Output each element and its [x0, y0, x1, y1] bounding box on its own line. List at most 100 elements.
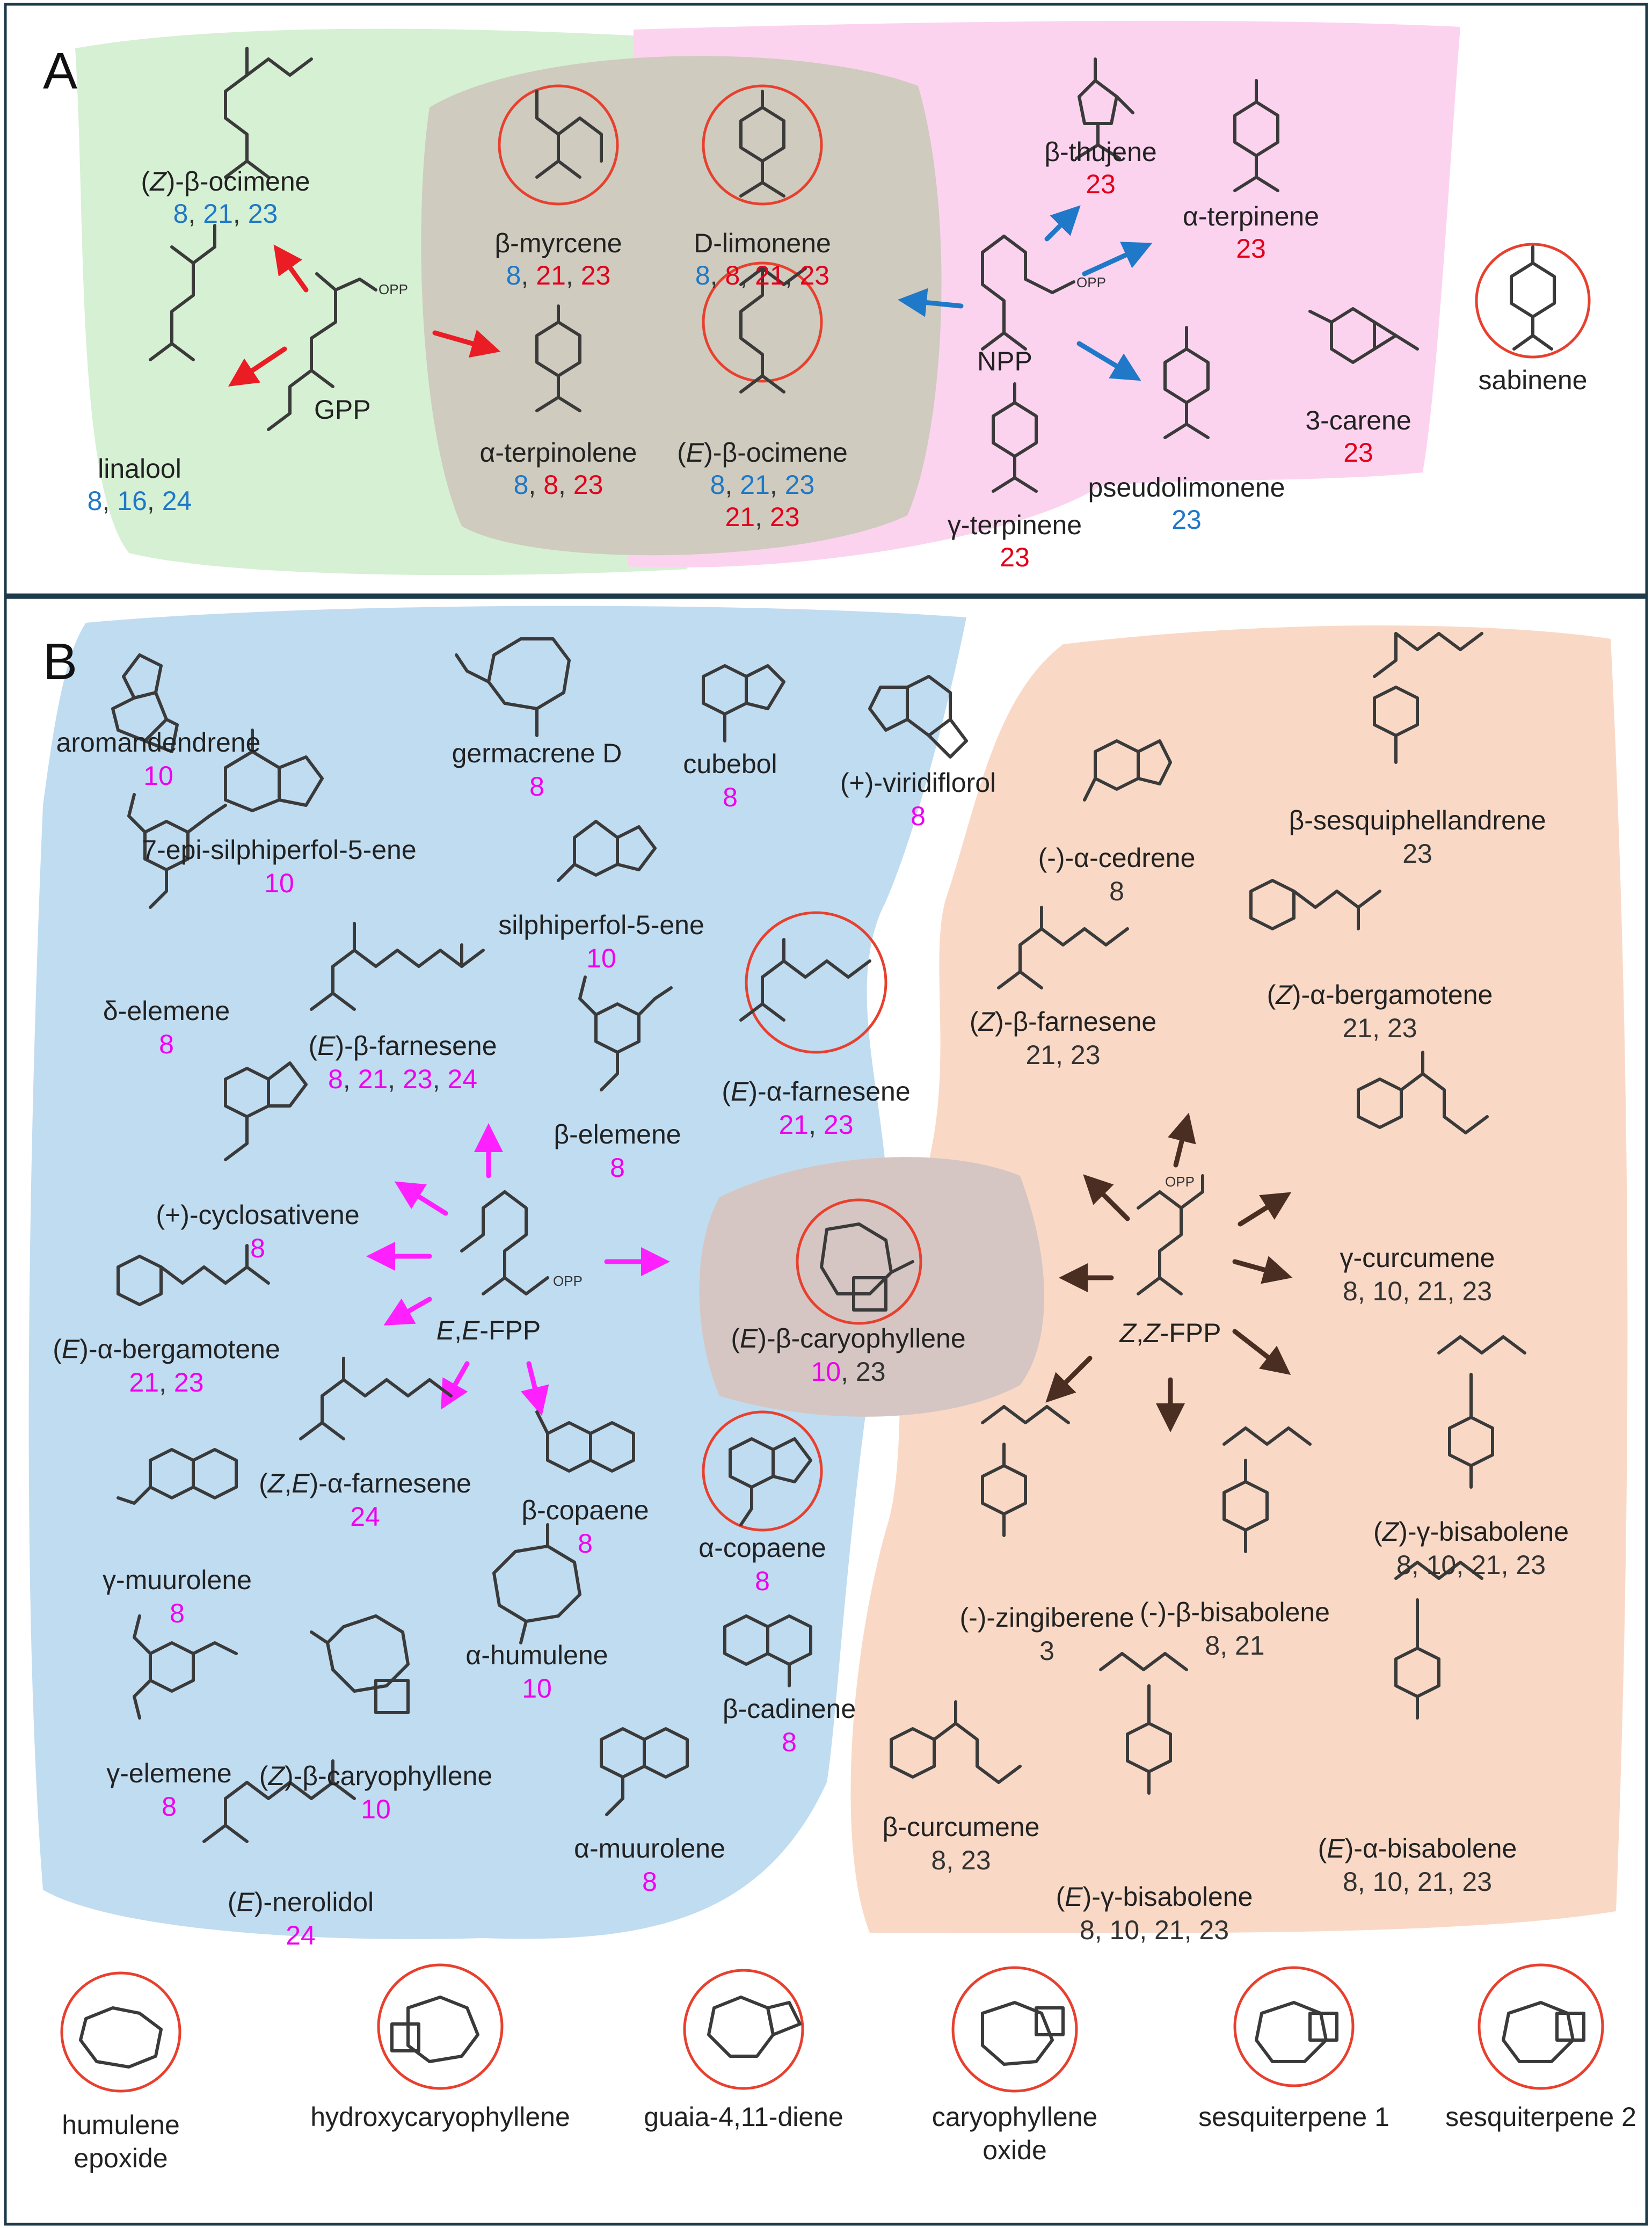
panel-a-a-terpinolene-ref: 23	[573, 470, 603, 500]
panel-b-d-elemene-refs: 8	[159, 1029, 174, 1059]
panel-a-e-b-ocimene-refs: 8, 21, 23	[710, 470, 815, 500]
panel-b-e-nerolidol-ref: 24	[286, 1920, 316, 1950]
panel-b-a-copaene-name-part: α-copaene	[698, 1533, 826, 1563]
panel-a-a-terpinene-refs: 23	[1236, 234, 1266, 264]
panel-b-e-b-farnesene-name-part: E	[317, 1031, 336, 1061]
g-terpinene-structure	[992, 382, 1038, 493]
guaia-diene-structure	[683, 1969, 804, 2090]
sabinene-structure	[1475, 243, 1591, 359]
panel-b-z-b-caryophyllene-refs: 10	[361, 1794, 391, 1824]
panel-a-z-b-ocimene-name-part: (	[141, 166, 150, 196]
panel-a-z-b-ocimene-name: (Z)-β-ocimene	[141, 166, 310, 196]
panel-b-e-a-bergamotene-name: (E)-α-bergamotene	[53, 1334, 280, 1364]
panel-a-linalool-refs: 8, 16, 24	[88, 486, 192, 516]
panel-b-z-b-caryophyllene-name-part: )-β-caryophyllene	[285, 1761, 492, 1791]
panel-a-label: A	[43, 42, 77, 100]
panel-b-e-b-farnesene-name: (E)-β-farnesene	[308, 1031, 497, 1061]
panel-b-z-e-a-farnesene-name-part: ,	[284, 1468, 292, 1498]
panel-a-g-terpinene-name: γ-terpinene	[948, 510, 1082, 540]
humulene-epoxide-structure	[60, 1971, 181, 2093]
panel-b-e-g-bisabolene-name-part: (	[1056, 1882, 1065, 1912]
panel-a-sabinene-name: sabinene	[1479, 365, 1588, 395]
zz-fpp-arrows	[1045, 1112, 1293, 1432]
panel-b-e-g-bisabolene-refs: 8, 10, 21, 23	[1080, 1915, 1229, 1945]
panel-a-pseudolimonene-ref: 23	[1171, 505, 1202, 535]
panel-a-frame	[4, 3, 1648, 596]
panel-b-e-a-farnesene-name-part: (	[722, 1076, 731, 1106]
panel-b-g-muurolene-name: γ-muurolene	[103, 1565, 252, 1595]
ee-fpp-name: E,E-FPP	[436, 1315, 541, 1345]
3-carene-structure	[1308, 307, 1419, 364]
panel-b-e-a-bisabolene-ref: 10	[1373, 1867, 1403, 1897]
ee-fpp-name-part: ,	[454, 1315, 462, 1345]
b-sesquiphellandrene-structure	[1373, 632, 1483, 764]
zz-fpp-precursor: OPP	[1137, 1174, 1204, 1295]
panel-b-e-a-bisabolene-ref: 8	[1343, 1867, 1358, 1897]
panel-a-e-b-ocimene-line2-refs: 21, 23	[725, 502, 799, 532]
panel-a-a-terpinene-name-part: α-terpinene	[1183, 201, 1319, 231]
panel-b-structures	[111, 632, 1526, 1843]
panel-b-g-elemene-refs: 8	[162, 1792, 177, 1822]
panel-b-cubebol-name: cubebol	[683, 749, 777, 779]
panel-a-b-myrcene-ref: 21	[536, 260, 566, 290]
panel-b-b-cadinene-name-part: β-cadinene	[723, 1694, 856, 1724]
zz-fpp-name: Z,Z-FPP	[1119, 1318, 1221, 1348]
panel-a-e-b-ocimene-ref: 21	[740, 470, 770, 500]
panel-b-g-curcumene-ref: 10	[1373, 1276, 1403, 1306]
arrow-zz-fpp-to-z-g-bisabolene	[1232, 1329, 1291, 1375]
panel-b-z-b-farnesene-ref: 23	[1071, 1040, 1101, 1070]
arrow-zz-fpp-to-z-a-bergamotene	[1168, 1112, 1196, 1168]
b-curcumene-structure	[890, 1700, 1022, 1784]
panel-a-b-thujene-ref: 23	[1086, 169, 1116, 199]
panel-b-b-elemene-name: β-elemene	[554, 1119, 681, 1149]
panel-b-a-humulene-ref: 10	[522, 1673, 552, 1703]
panel-b-e-g-bisabolene-name: (E)-γ-bisabolene	[1056, 1882, 1253, 1912]
panel-b-b-cadinene-ref: 8	[782, 1727, 797, 1757]
cubebol-structure	[702, 664, 785, 742]
e-nerolidol-structure	[202, 1759, 356, 1843]
ze-a-farnesene-structure	[299, 1357, 453, 1440]
panel-b-e-a-farnesene-name-part: E	[731, 1076, 749, 1106]
zz-fpp-opp-label: OPP	[1165, 1174, 1195, 1190]
panel-b-g-elemene-ref: 8	[162, 1792, 177, 1822]
panel-b-a-muurolene-refs: 8	[642, 1867, 657, 1897]
panel-b-b-sesquiphellandrene-name-part: β-sesquiphellandrene	[1289, 805, 1546, 835]
panel-b-7-epi-silphiperfol-5-ene-ref: 10	[264, 868, 294, 898]
7-epi-silphiperfol-5-ene-structure	[224, 729, 324, 812]
panel-b-e-b-caryophyllene-name-part: )-β-caryophyllene	[758, 1323, 965, 1353]
panel-b-cyclosativene-name-part: (+)-cyclosativene	[156, 1200, 359, 1230]
panel-b-b-sesquiphellandrene-name: β-sesquiphellandrene	[1289, 805, 1546, 835]
panel-b-z-b-farnesene-name-part: (	[970, 1007, 979, 1037]
panel-a-e-b-ocimene-name-part: E	[686, 438, 704, 468]
arrow-ee-fpp-to-cyclosativene	[394, 1181, 448, 1216]
z-b-farnesene-structure	[997, 906, 1129, 989]
b-elemene-structure	[578, 975, 673, 1091]
panel-b-e-b-caryophyllene-name-part: (	[731, 1323, 740, 1353]
panel-b-z-g-bisabolene-ref: 21	[1471, 1550, 1501, 1580]
panel-a-pseudolimonene-refs: 23	[1171, 505, 1202, 535]
panel-b-cyclosativene-name: (+)-cyclosativene	[156, 1200, 359, 1230]
b-thujene-structure	[1075, 57, 1134, 160]
arrow-npp-to-a-terpinene	[1082, 242, 1153, 276]
panel-b-zingiberene-ref: 3	[1039, 1636, 1054, 1666]
panel-b-z-g-bisabolene-name-part: )-γ-bisabolene	[1399, 1517, 1569, 1547]
bottom-compound-label: hydroxycaryophyllene	[310, 2102, 570, 2132]
d-limonene-structure	[702, 84, 823, 206]
panel-b-g-elemene-name: γ-elemene	[106, 1758, 231, 1788]
panel-b-cyclosativene-ref: 8	[250, 1233, 265, 1263]
panel-b-b-curcumene-name: β-curcumene	[883, 1812, 1040, 1842]
npp-opp-label: OPP	[1076, 274, 1106, 290]
bottom-compound-label: guaia-4,11-diene	[644, 2102, 843, 2132]
panel-b-e-a-bergamotene-name-part: (	[53, 1334, 62, 1364]
panel-b-z-a-bergamotene-name-part: (	[1267, 980, 1276, 1010]
panel-b-e-b-caryophyllene-name: (E)-β-caryophyllene	[731, 1323, 965, 1353]
arrow-zz-fpp-to-right	[1232, 1256, 1293, 1284]
panel-b-e-b-farnesene-ref: 23	[403, 1064, 433, 1094]
panel-b-b-curcumene-ref: 23	[961, 1845, 991, 1875]
panel-b-e-b-farnesene-name-part: )-β-farnesene	[335, 1031, 497, 1061]
panel-b-z-e-a-farnesene-ref: 24	[350, 1502, 380, 1532]
viridiflorol-structure	[868, 675, 968, 759]
panel-a-linalool-ref: 8	[88, 486, 103, 516]
panel-a-d-limonene-name: D-limonene	[694, 228, 831, 258]
arrow-gpp-to-linalool	[228, 346, 287, 387]
